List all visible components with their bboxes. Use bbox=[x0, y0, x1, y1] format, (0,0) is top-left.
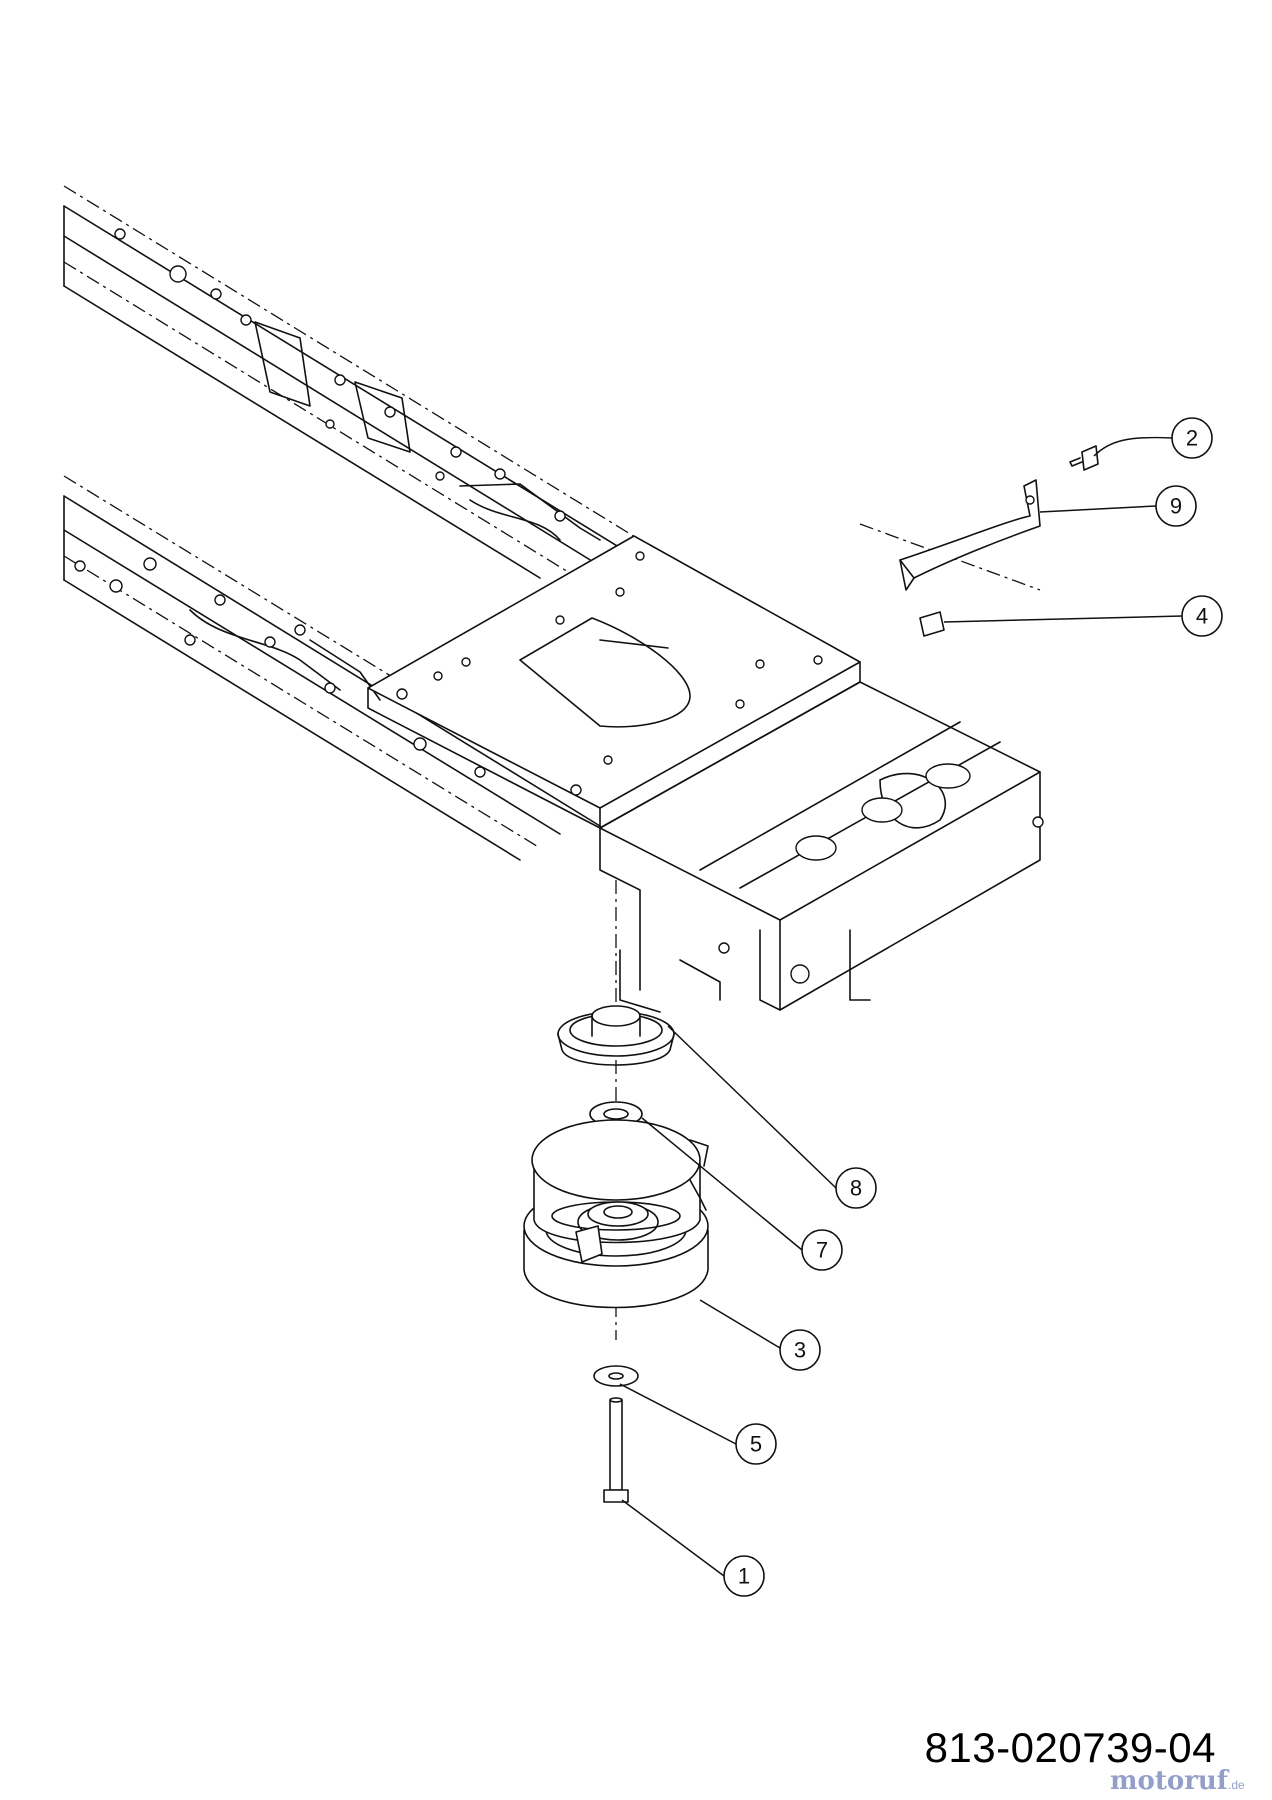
washer-part-5 bbox=[593, 1365, 639, 1387]
clutch-part-3 bbox=[523, 1119, 709, 1309]
callout-3-label: 3 bbox=[794, 1338, 806, 1363]
callout-9: 9 bbox=[1155, 485, 1197, 527]
callout-5: 5 bbox=[735, 1423, 777, 1465]
callout-9-label: 9 bbox=[1170, 494, 1182, 519]
callout-1: 1 bbox=[723, 1555, 765, 1597]
callout-4-label: 4 bbox=[1196, 604, 1208, 629]
watermark-suffix: .de bbox=[1228, 1778, 1245, 1792]
callout-7-label: 7 bbox=[816, 1238, 828, 1263]
plate-holes bbox=[396, 551, 823, 796]
leader-lines bbox=[619, 436, 1183, 1577]
lower-rail-holes bbox=[74, 557, 486, 778]
callout-7: 7 bbox=[801, 1229, 843, 1271]
callout-3: 3 bbox=[779, 1329, 821, 1371]
bracket-part-9 bbox=[899, 479, 1041, 591]
callout-2-label: 2 bbox=[1186, 426, 1198, 451]
upper-rail-holes bbox=[114, 228, 566, 522]
pulley-part-8 bbox=[557, 1005, 675, 1066]
callout-8: 8 bbox=[835, 1167, 877, 1209]
watermark-text: motoruf bbox=[1110, 1766, 1228, 1796]
callout-2: 2 bbox=[1171, 417, 1213, 459]
callout-4: 4 bbox=[1181, 595, 1223, 637]
clip-part-4 bbox=[919, 611, 945, 637]
watermark-logo: motoruf.de bbox=[1110, 1766, 1245, 1796]
diagram-number: 813-020739-04 bbox=[924, 1724, 1216, 1771]
bolt-part-1 bbox=[603, 1397, 629, 1503]
callout-8-label: 8 bbox=[850, 1176, 862, 1201]
callout-1-label: 1 bbox=[738, 1564, 750, 1589]
frame-assembly bbox=[63, 185, 1044, 1013]
bolt-part-2 bbox=[1069, 445, 1099, 471]
callout-5-label: 5 bbox=[750, 1432, 762, 1457]
